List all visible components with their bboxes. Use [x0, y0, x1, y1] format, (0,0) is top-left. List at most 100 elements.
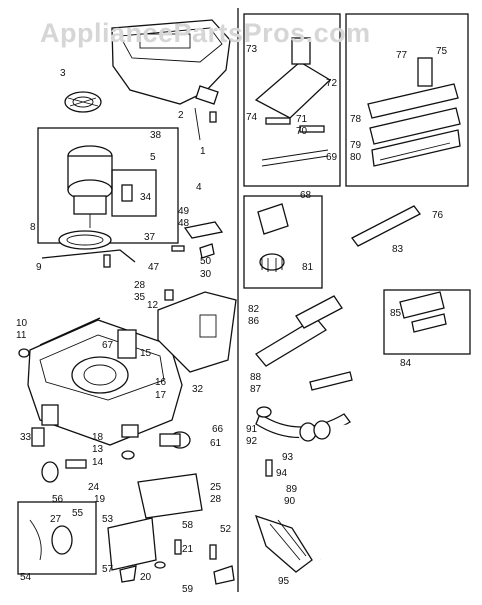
- callout-c54: 54: [20, 572, 32, 583]
- callout-c83: 83: [392, 244, 404, 255]
- callout-c25: 25: [210, 482, 222, 493]
- callout-c79: 79: [350, 140, 362, 151]
- callout-c92: 92: [246, 436, 258, 447]
- callout-c52: 52: [220, 524, 232, 535]
- callout-c84: 84: [400, 358, 412, 369]
- floor-tool-box: [243, 13, 341, 187]
- callout-c13: 13: [92, 444, 104, 455]
- latch-parts: [171, 221, 224, 259]
- callout-c70: 70: [296, 126, 308, 137]
- callout-c57: 57: [102, 564, 114, 575]
- extension-wands: [255, 295, 343, 367]
- nut-part: [18, 348, 30, 358]
- callout-c11: 11: [16, 330, 27, 341]
- callout-c75: 75: [436, 46, 448, 57]
- callout-c27: 27: [50, 514, 62, 525]
- fastener-set: [154, 539, 235, 585]
- dusting-brush: [257, 203, 289, 272]
- callout-c17: 17: [155, 390, 167, 401]
- callout-c14: 14: [92, 457, 104, 468]
- callout-c10: 10: [16, 318, 28, 329]
- callout-c78: 78: [350, 114, 362, 125]
- callout-c94: 94: [276, 468, 288, 479]
- callout-c28a: 28: [134, 280, 146, 291]
- callout-c59: 59: [182, 584, 194, 595]
- callout-c74: 74: [246, 112, 258, 123]
- callout-c66: 66: [212, 424, 224, 435]
- callout-c21: 21: [182, 544, 194, 555]
- crevice-tool: [351, 205, 421, 247]
- hose-cuff: [254, 514, 313, 573]
- callout-c90: 90: [284, 496, 296, 507]
- screw-part: [265, 459, 273, 477]
- callout-c88: 88: [250, 372, 262, 383]
- callout-c15: 15: [140, 348, 152, 359]
- callout-c9: 9: [36, 262, 42, 273]
- brush-tool-box: [345, 13, 469, 187]
- callout-c86: 86: [248, 316, 260, 327]
- callout-c18: 18: [92, 432, 104, 443]
- callout-c24: 24: [88, 482, 100, 493]
- callout-c48: 48: [178, 218, 190, 229]
- callout-c71: 71: [296, 114, 308, 125]
- flex-hose: [298, 420, 474, 586]
- callout-c85: 85: [390, 308, 402, 319]
- top-cover: [111, 19, 231, 105]
- callout-c69: 69: [326, 152, 338, 163]
- hose-fitting: [159, 431, 191, 449]
- clip-parts: [309, 371, 353, 391]
- callout-c82: 82: [248, 304, 260, 315]
- callout-c3: 3: [60, 68, 66, 79]
- callout-c1: 1: [200, 146, 206, 157]
- callout-c37: 37: [144, 232, 156, 243]
- callout-c56: 56: [52, 494, 64, 505]
- callout-c34: 34: [140, 192, 152, 203]
- callout-c61: 61: [210, 438, 222, 449]
- callout-c72: 72: [326, 78, 338, 89]
- switch-subbox: [111, 169, 157, 217]
- callout-c30: 30: [200, 269, 212, 280]
- callout-c16: 16: [155, 377, 167, 388]
- callout-c32: 32: [192, 384, 204, 395]
- callout-c95: 95: [278, 576, 290, 587]
- dust-brush-box: [243, 195, 323, 289]
- callout-c35: 35: [134, 292, 146, 303]
- callout-c28b: 28: [210, 494, 222, 505]
- callout-c4: 4: [196, 182, 202, 193]
- screw-part-2: [209, 111, 217, 123]
- caster-wheel: [41, 459, 87, 483]
- filter-disc: [64, 91, 102, 113]
- callout-c33: 33: [20, 432, 32, 443]
- knob-part: [119, 565, 137, 583]
- tank-body: [27, 319, 183, 446]
- callout-c12: 12: [147, 300, 159, 311]
- motor-assembly: [67, 145, 113, 228]
- callout-c8: 8: [30, 222, 36, 233]
- cord-reel: [29, 519, 73, 561]
- callout-c87: 87: [250, 384, 262, 395]
- callout-c38: 38: [150, 130, 162, 141]
- callout-c76: 76: [432, 210, 444, 221]
- callout-c5: 5: [150, 152, 156, 163]
- cord-reel-box: [17, 501, 97, 575]
- small-hardware: [103, 254, 174, 460]
- callout-c2: 2: [178, 110, 184, 121]
- watermark: AppliancePartsPros.com: [40, 18, 371, 48]
- floor-tool: [254, 37, 332, 167]
- callout-c58: 58: [182, 520, 194, 531]
- callout-c49: 49: [178, 206, 190, 217]
- axle-rod: [39, 317, 101, 346]
- rug-brush-tool: [367, 57, 461, 167]
- mount-plate: [137, 473, 203, 519]
- callout-c67: 67: [102, 340, 114, 351]
- callout-c81: 81: [302, 262, 314, 273]
- callout-c47: 47: [148, 262, 160, 273]
- upholstery-tool: [399, 291, 447, 333]
- callout-c19: 19: [94, 494, 106, 505]
- cord-wire: [41, 249, 136, 263]
- callout-c89: 89: [286, 484, 298, 495]
- upholstery-box: [383, 289, 471, 355]
- callout-c68: 68: [300, 190, 312, 201]
